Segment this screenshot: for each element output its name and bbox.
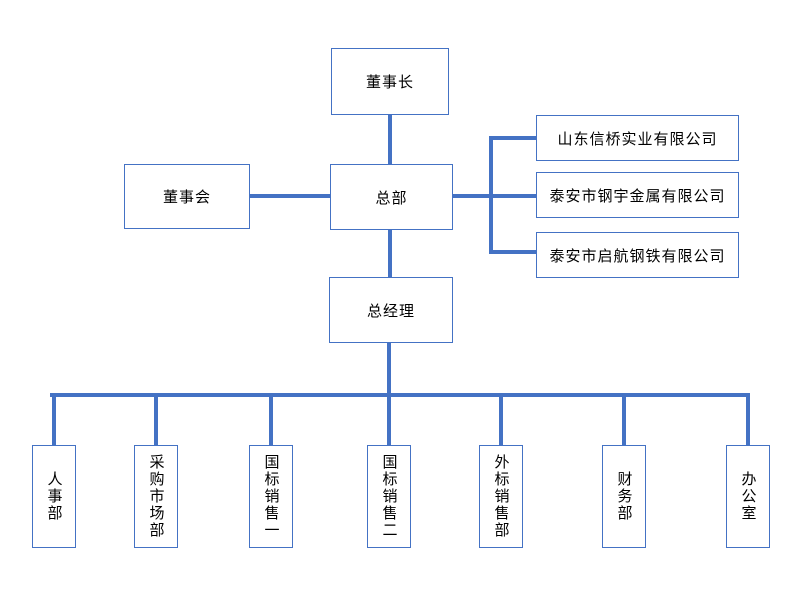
node-company-label: 山东信桥实业有限公司 — [557, 129, 718, 148]
connector-drop-dept-3 — [269, 395, 273, 445]
connector-chairman-headquarters — [388, 115, 392, 164]
node-dept-procurement-market: 采购市场部 — [134, 445, 178, 548]
node-headquarters: 总部 — [330, 164, 453, 230]
connector-drop-dept-2 — [154, 395, 158, 445]
node-dept-finance: 财务部 — [602, 445, 646, 548]
node-headquarters-label: 总部 — [375, 188, 408, 207]
node-chairman: 董事长 — [331, 48, 449, 115]
node-dept-label: 办公室 — [739, 471, 758, 522]
node-board: 董事会 — [124, 164, 250, 229]
connector-companies-trunk — [489, 136, 493, 254]
node-company-label: 泰安市钢宇金属有限公司 — [549, 186, 726, 205]
connector-board-headquarters — [250, 194, 330, 198]
node-dept-label: 人事部 — [45, 471, 64, 522]
node-dept-hr: 人事部 — [32, 445, 76, 548]
node-dept-national-sales-2: 国标销售二 — [367, 445, 411, 548]
node-dept-label: 国标销售二 — [380, 454, 399, 539]
connector-headquarters-general-manager — [388, 230, 392, 277]
node-dept-national-sales-1: 国标销售一 — [249, 445, 293, 548]
node-company-label: 泰安市启航钢铁有限公司 — [549, 246, 726, 265]
node-general-manager-label: 总经理 — [366, 301, 415, 320]
connector-drop-dept-1 — [52, 395, 56, 445]
node-dept-label: 国标销售一 — [262, 454, 281, 539]
connector-headquarters-companies — [453, 194, 536, 198]
node-dept-office: 办公室 — [726, 445, 770, 548]
connector-company-3-branch — [491, 250, 536, 254]
connector-drop-dept-5 — [499, 395, 503, 445]
node-chairman-label: 董事长 — [365, 73, 414, 91]
node-dept-label: 财务部 — [615, 471, 634, 522]
connector-drop-dept-7 — [746, 395, 750, 445]
node-board-label: 董事会 — [162, 188, 211, 206]
node-dept-external-sales: 外标销售部 — [479, 445, 523, 548]
node-general-manager: 总经理 — [329, 277, 453, 343]
connector-company-1-branch — [491, 136, 536, 140]
connector-drop-dept-6 — [622, 395, 626, 445]
node-dept-label: 外标销售部 — [492, 454, 511, 539]
node-company-taian-gangyu: 泰安市钢宇金属有限公司 — [536, 172, 739, 218]
node-dept-label: 采购市场部 — [147, 454, 166, 539]
connector-departments-trunk — [50, 393, 750, 397]
node-company-taian-qihang: 泰安市启航钢铁有限公司 — [536, 232, 739, 278]
node-company-shandong-xinqiao: 山东信桥实业有限公司 — [536, 115, 739, 161]
